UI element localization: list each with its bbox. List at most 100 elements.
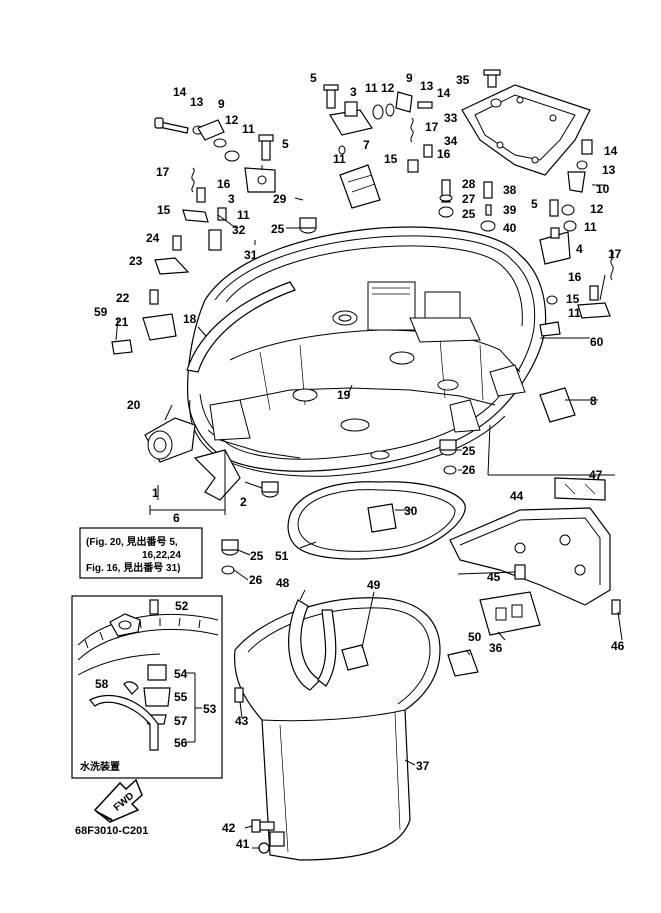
callout-11b: 11 <box>237 208 250 222</box>
inset-caption: 水洗装置 <box>79 760 120 773</box>
callout-18: 18 <box>183 312 197 326</box>
callout-4: 4 <box>576 242 583 256</box>
callout-31: 31 <box>244 248 258 262</box>
callout-25a: 25 <box>271 222 285 236</box>
callout-48: 48 <box>276 576 290 590</box>
callout-32: 32 <box>232 223 246 237</box>
callout-57: 57 <box>174 714 188 728</box>
bottom-cowling <box>186 226 547 477</box>
callout-36: 36 <box>489 641 503 655</box>
callout-59: 59 <box>94 305 108 319</box>
callout-26b: 26 <box>249 573 263 587</box>
callout-14a: 14 <box>173 85 187 99</box>
reference-note: (Fig. 20, 見出番号 5, 16,22,24 Fig. 16, 見出番号… <box>79 527 203 579</box>
callout-13c: 13 <box>602 163 616 177</box>
callout-28: 28 <box>462 177 476 191</box>
note-line-2: 16,22,24 <box>142 550 181 561</box>
callout-25b: 25 <box>462 207 476 221</box>
callout-49: 49 <box>367 578 381 592</box>
left-lower-parts <box>144 417 279 501</box>
callout-17c: 17 <box>608 247 622 261</box>
callout-numbers: 1 2 3 3 4 5 5 5 6 7 8 9 9 10 11 11 11 11… <box>94 71 625 851</box>
callout-40: 40 <box>503 221 517 235</box>
callout-6: 6 <box>173 511 180 525</box>
callout-1: 1 <box>152 486 159 500</box>
callout-12a: 12 <box>225 113 239 127</box>
callout-3b: 3 <box>350 85 357 99</box>
callout-16c: 16 <box>568 270 582 284</box>
callout-46: 46 <box>611 639 625 653</box>
callout-5c: 5 <box>531 197 538 211</box>
callout-2: 2 <box>240 495 247 509</box>
callout-20: 20 <box>127 398 141 412</box>
callout-43: 43 <box>235 714 249 728</box>
right-fittings <box>438 69 614 423</box>
callout-25c: 25 <box>462 444 476 458</box>
callout-58: 58 <box>95 677 109 691</box>
callout-9a: 9 <box>218 97 225 111</box>
callout-15b: 15 <box>384 152 398 166</box>
diagram-code: 68F3010-C201 <box>75 825 148 837</box>
lower-apron <box>233 597 441 861</box>
callout-41: 41 <box>236 837 250 851</box>
callout-12b: 12 <box>381 81 395 95</box>
callout-11f: 11 <box>568 306 581 320</box>
note-line-3: Fig. 16, 見出番号 31) <box>86 561 180 574</box>
callout-39: 39 <box>503 203 517 217</box>
callout-34: 34 <box>444 134 458 148</box>
callout-8: 8 <box>590 394 597 408</box>
callout-22: 22 <box>116 291 130 305</box>
callout-53: 53 <box>203 702 217 716</box>
callout-9b: 9 <box>406 71 413 85</box>
lower-seal <box>287 481 466 560</box>
callout-15a: 15 <box>157 203 171 217</box>
callout-44: 44 <box>510 489 524 503</box>
callout-3a: 3 <box>228 192 235 206</box>
callout-42: 42 <box>222 821 236 835</box>
callout-16b: 16 <box>437 147 451 161</box>
callout-14b: 14 <box>437 86 451 100</box>
callout-30: 30 <box>404 504 418 518</box>
callout-13a: 13 <box>190 95 204 109</box>
callout-11d: 11 <box>333 152 346 166</box>
callout-13b: 13 <box>420 79 434 93</box>
bracket-assembly <box>447 477 621 677</box>
callout-45: 45 <box>487 570 501 584</box>
callout-14c: 14 <box>604 144 618 158</box>
callout-24: 24 <box>146 231 160 245</box>
callout-17b: 17 <box>425 120 439 134</box>
leader-lines <box>115 165 623 849</box>
callout-11c: 11 <box>365 81 378 95</box>
callout-54: 54 <box>174 667 188 681</box>
fwd-arrow: FWD <box>93 778 143 823</box>
callout-15c: 15 <box>566 292 580 306</box>
callout-11e: 11 <box>584 220 597 234</box>
callout-38: 38 <box>503 183 517 197</box>
callout-47: 47 <box>589 468 603 482</box>
callout-29: 29 <box>273 192 287 206</box>
callout-17a: 17 <box>156 165 170 179</box>
callout-26a: 26 <box>462 463 476 477</box>
callout-12c: 12 <box>590 202 604 216</box>
top-center-fittings <box>323 84 433 209</box>
callout-56: 56 <box>174 736 188 750</box>
callout-11a: 11 <box>242 122 255 136</box>
callout-5b: 5 <box>282 137 289 151</box>
callout-23: 23 <box>129 254 143 268</box>
callout-16a: 16 <box>217 177 231 191</box>
callout-27: 27 <box>462 192 476 206</box>
note-line-1: (Fig. 20, 見出番号 5, <box>86 535 178 548</box>
upper-left-fittings <box>111 117 276 355</box>
callout-37: 37 <box>416 759 430 773</box>
callout-52: 52 <box>175 599 189 613</box>
upper-seal-plate <box>461 84 591 176</box>
callout-51: 51 <box>275 549 289 563</box>
callout-5a: 5 <box>310 71 317 85</box>
callout-21: 21 <box>115 315 129 329</box>
callout-50: 50 <box>468 630 482 644</box>
callout-33: 33 <box>444 111 458 125</box>
callout-35: 35 <box>456 73 470 87</box>
flush-kit-inset: 水洗装置 <box>71 595 223 779</box>
callout-60: 60 <box>590 335 604 349</box>
